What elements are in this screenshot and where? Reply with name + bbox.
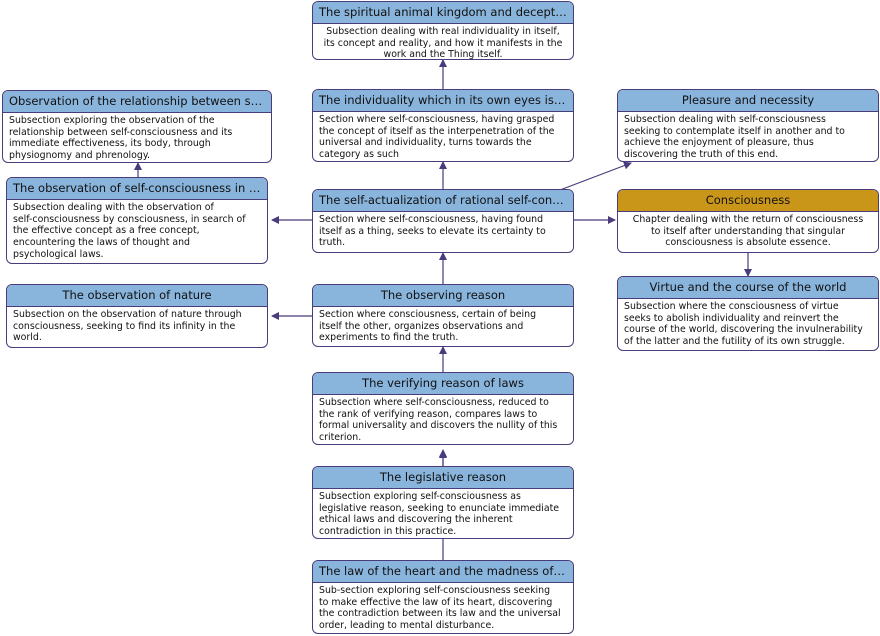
node-observation-self-consciousness[interactable]: The observation of self-consciousness in…	[6, 177, 268, 264]
node-description: Subsection where self-consciousness, red…	[319, 397, 558, 444]
node-description: Section where self-consciousness, having…	[319, 214, 546, 249]
node-law-of-the-heart[interactable]: The law of the heart and the madness of …	[312, 560, 574, 634]
node-description: Subsection where the consciousness of vi…	[624, 301, 863, 348]
node-observation-nature[interactable]: The observation of nature Subsection on …	[6, 284, 268, 348]
node-description: Chapter dealing with the return of consc…	[632, 214, 864, 249]
node-title: The legislative reason	[313, 467, 573, 489]
node-title: Virtue and the course of the world	[618, 277, 878, 299]
node-title: The spiritual animal kingdom and decepti…	[313, 2, 573, 24]
node-title: The self-actualization of rational self-…	[313, 190, 573, 212]
node-title: The observation of nature	[7, 285, 267, 307]
node-description: Subsection exploring the observation of …	[9, 115, 233, 162]
node-title: Observation of the relationship between …	[3, 91, 271, 113]
node-title: The verifying reason of laws	[313, 373, 573, 395]
node-description: Subsection dealing with self-consciousne…	[624, 114, 845, 161]
node-description: Subsection dealing with the observation …	[13, 202, 246, 260]
node-description: Subsection on the observation of nature …	[13, 309, 242, 344]
node-consciousness[interactable]: Consciousness Chapter dealing with the r…	[617, 189, 879, 253]
node-title: The observation of self-consciousness in…	[7, 178, 267, 200]
node-title: Consciousness	[618, 190, 878, 212]
node-pleasure-necessity[interactable]: Pleasure and necessity Subsection dealin…	[617, 89, 879, 162]
node-verifying-reason[interactable]: The verifying reason of laws Subsection …	[312, 372, 574, 445]
node-description: Sub-section exploring self-consciousness…	[319, 585, 561, 632]
node-description: Section where consciousness, certain of …	[319, 309, 537, 344]
edge-self-actualization-to-pleasure	[559, 161, 632, 191]
node-legislative-reason[interactable]: The legislative reason Subsection explor…	[312, 466, 574, 539]
node-title: Pleasure and necessity	[618, 90, 878, 112]
node-self-actualization[interactable]: The self-actualization of rational self-…	[312, 189, 574, 253]
node-description: Section where self-consciousness, having…	[319, 114, 555, 161]
node-virtue-course-of-world[interactable]: Virtue and the course of the world Subse…	[617, 276, 879, 351]
node-observing-reason[interactable]: The observing reason Section where consc…	[312, 284, 574, 347]
node-title: The law of the heart and the madness of …	[313, 561, 573, 583]
node-title: The individuality which in its own eyes …	[313, 90, 573, 112]
node-observation-relationship[interactable]: Observation of the relationship between …	[2, 90, 272, 163]
node-spiritual-animal-kingdom[interactable]: The spiritual animal kingdom and decepti…	[312, 1, 574, 60]
node-individuality-real[interactable]: The individuality which in its own eyes …	[312, 89, 574, 162]
node-title: The observing reason	[313, 285, 573, 307]
node-description: Subsection dealing with real individuali…	[323, 26, 563, 60]
node-description: Subsection exploring self-consciousness …	[319, 491, 560, 538]
